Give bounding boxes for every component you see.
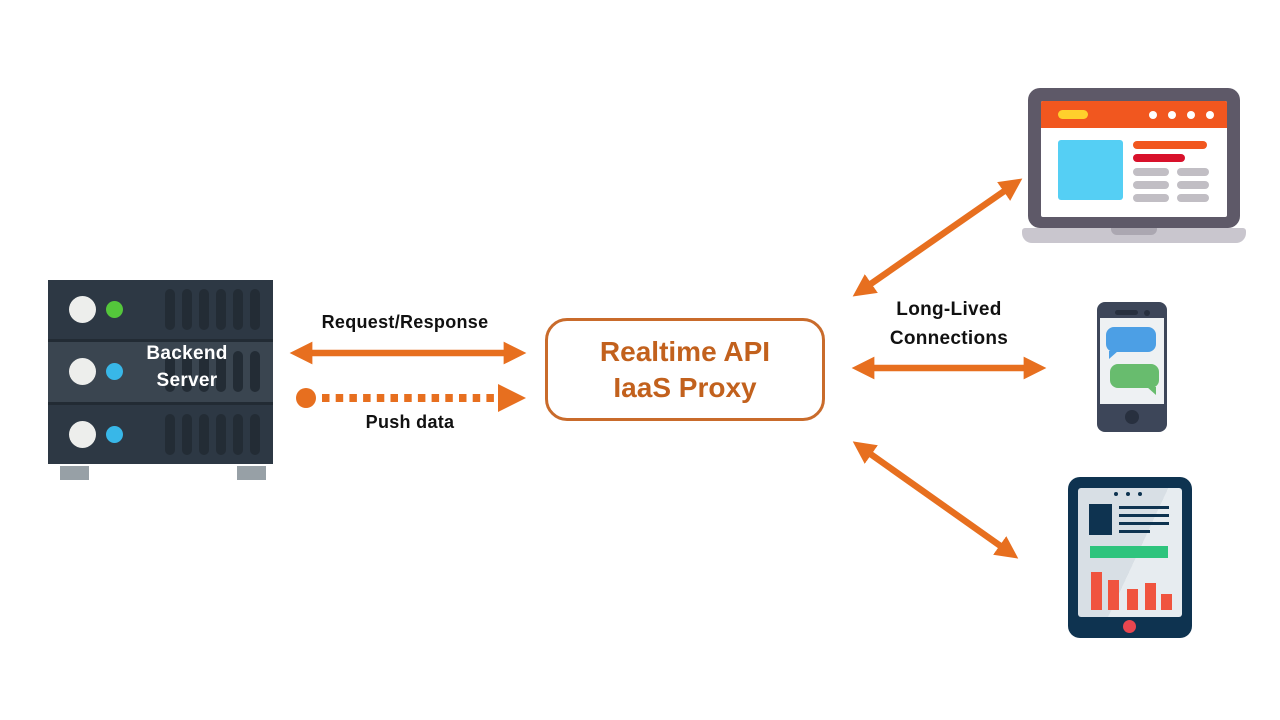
- status-led-blue-icon: [106, 363, 123, 380]
- laptop-screen: [1041, 101, 1227, 217]
- laptop-base: [1022, 228, 1246, 243]
- webpage-text-line: [1177, 168, 1209, 176]
- phone-camera-icon: [1144, 310, 1150, 316]
- webpage-subtitle-bar: [1133, 154, 1185, 162]
- webpage-title-bar: [1133, 141, 1207, 149]
- webpage-text-line: [1177, 194, 1209, 202]
- phone-speaker-icon: [1115, 310, 1138, 315]
- browser-menu-dots-icon: [1149, 111, 1214, 119]
- dashboard-green-bar: [1090, 546, 1168, 558]
- server-vents: [165, 351, 260, 392]
- server-foot: [237, 466, 266, 480]
- bar-chart-bar: [1127, 589, 1138, 610]
- laptop-frame: [1028, 88, 1240, 228]
- server-foot: [60, 466, 89, 480]
- power-button-icon: [69, 296, 96, 323]
- server-unit-top: [48, 280, 273, 339]
- tablet-screen: [1078, 488, 1182, 617]
- server-divider: [48, 402, 273, 405]
- server-unit-bottom: [48, 405, 273, 464]
- chat-bubble-green-icon: [1110, 364, 1159, 395]
- article-text-line: [1119, 514, 1169, 517]
- power-button-icon: [69, 358, 96, 385]
- proxy-to-tablet-arrow: [852, 441, 1019, 559]
- chat-bubble-blue-icon: [1106, 327, 1156, 359]
- bar-chart-bar: [1161, 594, 1172, 610]
- server-vents: [165, 289, 260, 330]
- push-data-origin-dot-icon: [296, 388, 316, 408]
- long-lived-connections-label: Long-Lived Connections: [889, 299, 1009, 349]
- webpage-image-block: [1058, 140, 1123, 200]
- webpage-text-line: [1133, 168, 1169, 176]
- webpage-text-line: [1133, 194, 1169, 202]
- power-button-icon: [69, 421, 96, 448]
- push-data-label: Push data: [365, 412, 455, 432]
- laptop-icon: [1022, 88, 1246, 246]
- backend-server-label: Backend Server: [146, 343, 228, 391]
- browser-header-bar: [1041, 101, 1227, 128]
- article-text-line: [1119, 522, 1169, 525]
- article-thumbnail-block: [1089, 504, 1112, 535]
- webpage-text-line: [1177, 181, 1209, 189]
- phone-home-button-icon: [1125, 410, 1139, 424]
- laptop-base-notch: [1111, 228, 1157, 235]
- proxy-to-laptop-arrow: [852, 178, 1023, 297]
- status-led-green-icon: [106, 301, 123, 318]
- realtime-api-proxy-box: Realtime API IaaS Proxy: [545, 318, 825, 421]
- request-response-label: Request/Response: [321, 312, 489, 332]
- browser-logo-pill: [1058, 110, 1088, 119]
- tablet-home-button-icon: [1123, 620, 1136, 633]
- phone-screen: [1100, 318, 1164, 404]
- tablet-icon: [1068, 477, 1192, 638]
- bar-chart-bar: [1108, 580, 1119, 610]
- bar-chart-bar: [1091, 572, 1102, 610]
- status-led-blue-icon: [106, 426, 123, 443]
- server-unit-middle: [48, 342, 273, 402]
- article-text-line: [1119, 506, 1169, 509]
- server-vents: [165, 414, 260, 455]
- bar-chart-bar: [1145, 583, 1156, 610]
- server-divider: [48, 339, 273, 342]
- webpage-text-line: [1133, 181, 1169, 189]
- backend-server-icon: Backend Server: [48, 280, 273, 480]
- article-text-line: [1119, 530, 1150, 533]
- smartphone-icon: [1097, 302, 1167, 432]
- tablet-menu-dots-icon: [1114, 492, 1142, 496]
- proxy-label-line2: IaaS Proxy: [613, 371, 757, 403]
- proxy-label-line1: Realtime API: [599, 335, 771, 367]
